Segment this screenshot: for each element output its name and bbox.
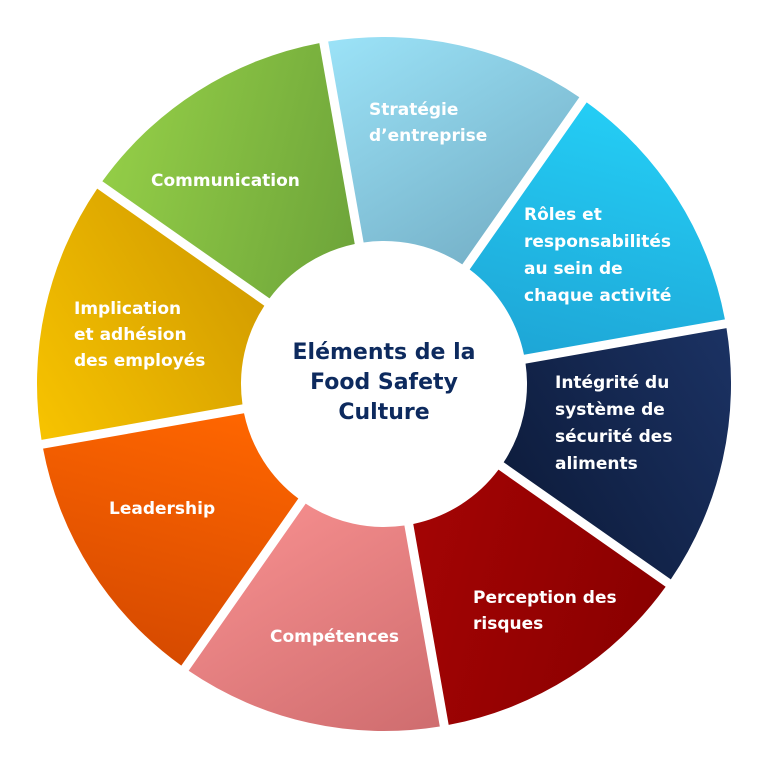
segment-label-communication: Communication bbox=[151, 171, 300, 191]
segment-label-integrite: Intégrité du système de sécurité des ali… bbox=[555, 373, 673, 474]
segment-5 bbox=[188, 503, 440, 732]
segment-label-perception: Perception des risques bbox=[473, 588, 617, 634]
segment-7 bbox=[36, 188, 265, 440]
segment-6 bbox=[43, 413, 299, 666]
segment-2 bbox=[469, 102, 725, 355]
segment-1 bbox=[328, 36, 580, 265]
segment-label-implication: Implication et adhésion des employés bbox=[74, 299, 206, 371]
segment-label-strategie: Stratégie d’entreprise bbox=[369, 100, 488, 146]
segment-label-leadership: Leadership bbox=[109, 499, 216, 519]
center-title: Eléments de la Food Safety Culture bbox=[292, 340, 476, 425]
segment-4 bbox=[413, 469, 666, 725]
segment-label-competences: Compétences bbox=[270, 627, 400, 647]
segment-label-roles: Rôles et responsabilités au sein de chaq… bbox=[524, 205, 672, 306]
segment-0 bbox=[102, 43, 355, 299]
segment-3 bbox=[503, 328, 731, 580]
